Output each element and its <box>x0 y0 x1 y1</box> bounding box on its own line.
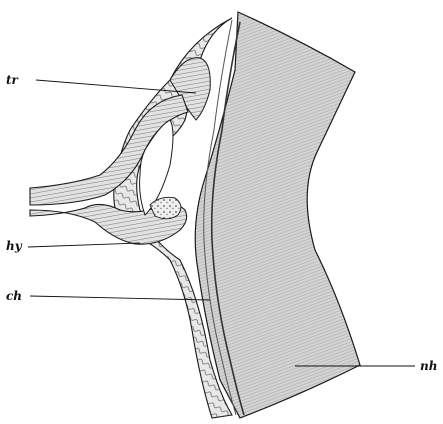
neural-tube-region <box>195 12 360 418</box>
hy-leader-line <box>28 243 140 247</box>
ch-leader-line <box>30 296 210 300</box>
nh-label: nh <box>420 359 437 373</box>
ch-label: ch <box>6 289 22 303</box>
tr-label: tr <box>6 73 20 87</box>
hy-label: hy <box>6 239 23 253</box>
